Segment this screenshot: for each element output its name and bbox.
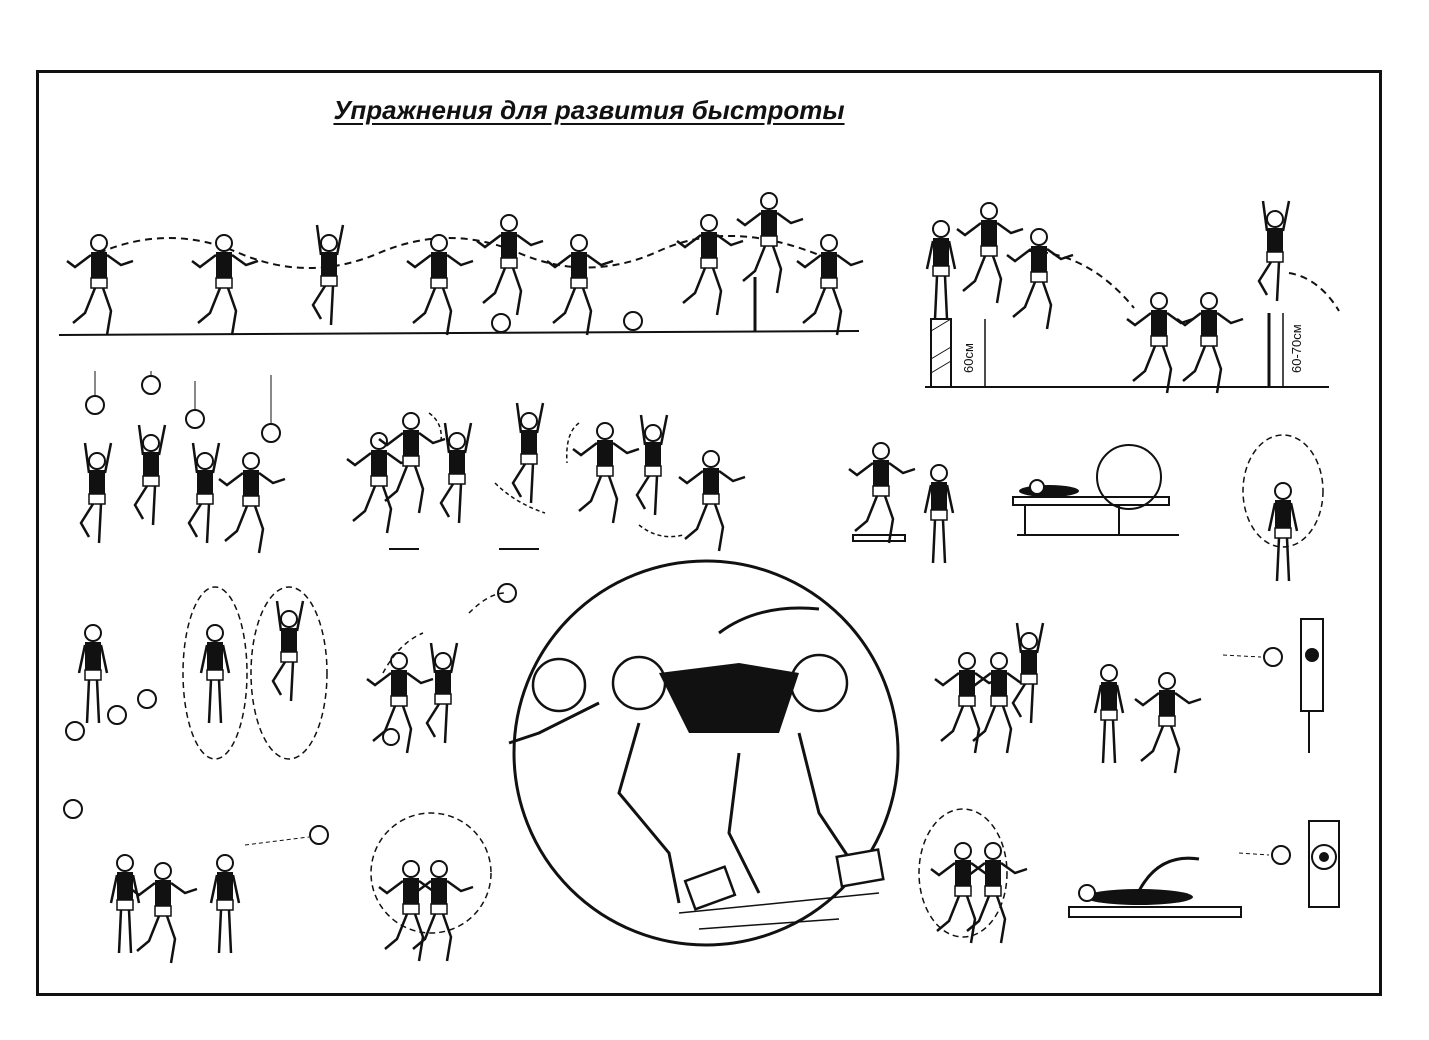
medicine-ball-throw — [365, 583, 517, 755]
leg-swings — [370, 812, 492, 963]
box-height-label: 60см — [961, 343, 976, 373]
depth-jump-sequence: 60см 60-70см — [925, 199, 1340, 395]
rope-jumping — [65, 586, 328, 760]
poster-frame: Упражнения для развития быстроты — [36, 70, 1382, 996]
sprint-start-medallion — [508, 559, 900, 947]
jumping-drills — [345, 401, 747, 553]
lying-exercise — [1068, 856, 1242, 918]
poster-title: Упражнения для развития быстроты — [333, 95, 845, 125]
flexibility-drills — [847, 434, 1324, 583]
hurdle-height-label: 60-70см — [1289, 324, 1304, 373]
partner-ball-throws — [63, 799, 329, 965]
kick-drills — [918, 808, 1029, 945]
high-knee-run — [933, 621, 1045, 755]
jump-to-ball-sequence — [79, 371, 287, 555]
target-throw-top — [1093, 618, 1324, 775]
exercise-illustrations: 60см 60-70см — [58, 191, 1340, 965]
target-throw-bottom — [1238, 820, 1340, 908]
running-sequence — [58, 191, 865, 337]
